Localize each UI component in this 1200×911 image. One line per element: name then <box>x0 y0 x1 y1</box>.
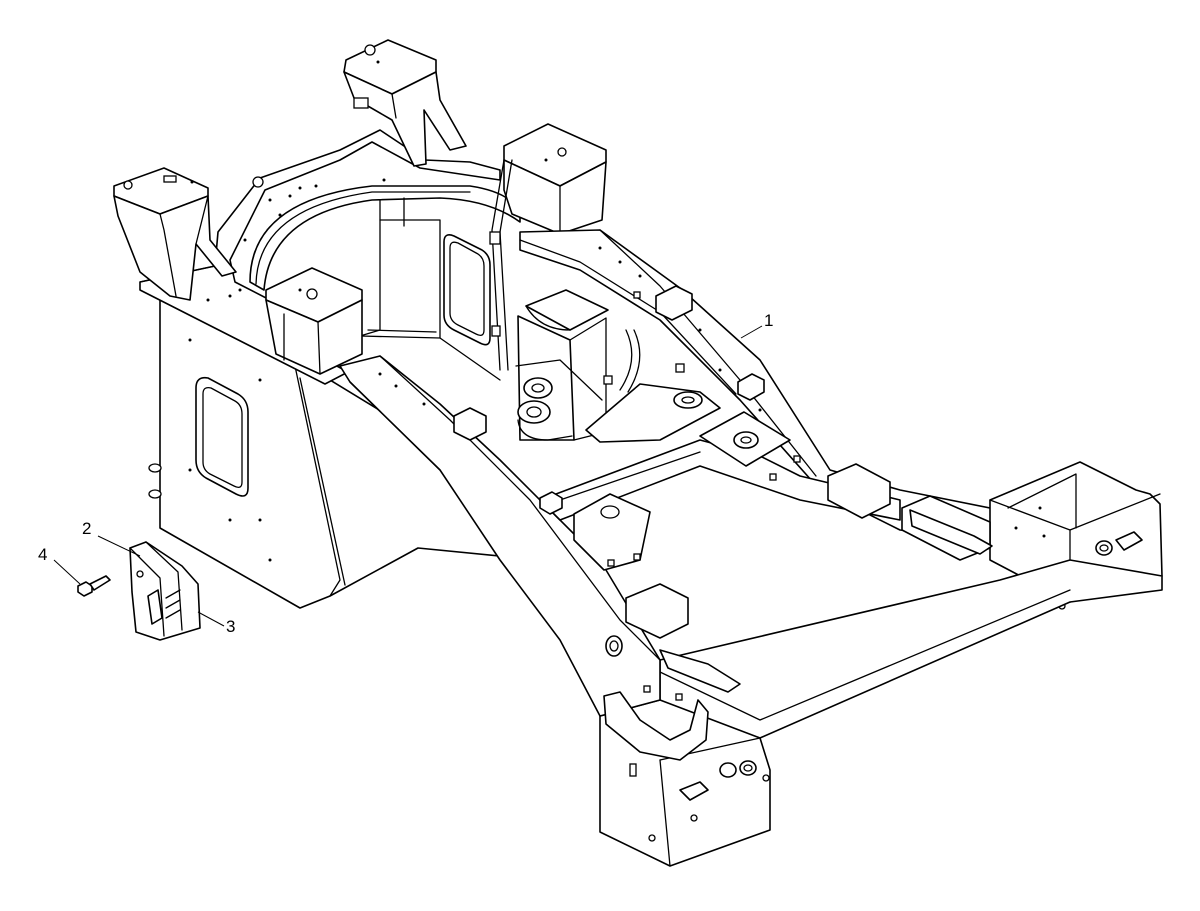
part-bolt <box>77 575 111 597</box>
callout-1: 1 <box>764 311 774 330</box>
center-bracket <box>515 289 609 441</box>
cross-members <box>539 383 991 571</box>
small-blocks <box>453 285 993 761</box>
top-deck <box>139 129 501 385</box>
rail-left-lower <box>339 355 661 717</box>
arch-frame <box>249 185 521 381</box>
leader-lines <box>53 325 763 627</box>
callout-4: 4 <box>38 545 48 564</box>
rail-right-upper <box>519 229 1011 541</box>
mount-rear-left <box>113 167 237 301</box>
callout-3: 3 <box>226 617 236 636</box>
mount-inner-left <box>265 267 363 375</box>
part-bracket <box>129 541 201 641</box>
mount-center-top <box>489 123 607 371</box>
callout-2: 2 <box>82 519 92 538</box>
mount-rear-top <box>343 39 467 167</box>
